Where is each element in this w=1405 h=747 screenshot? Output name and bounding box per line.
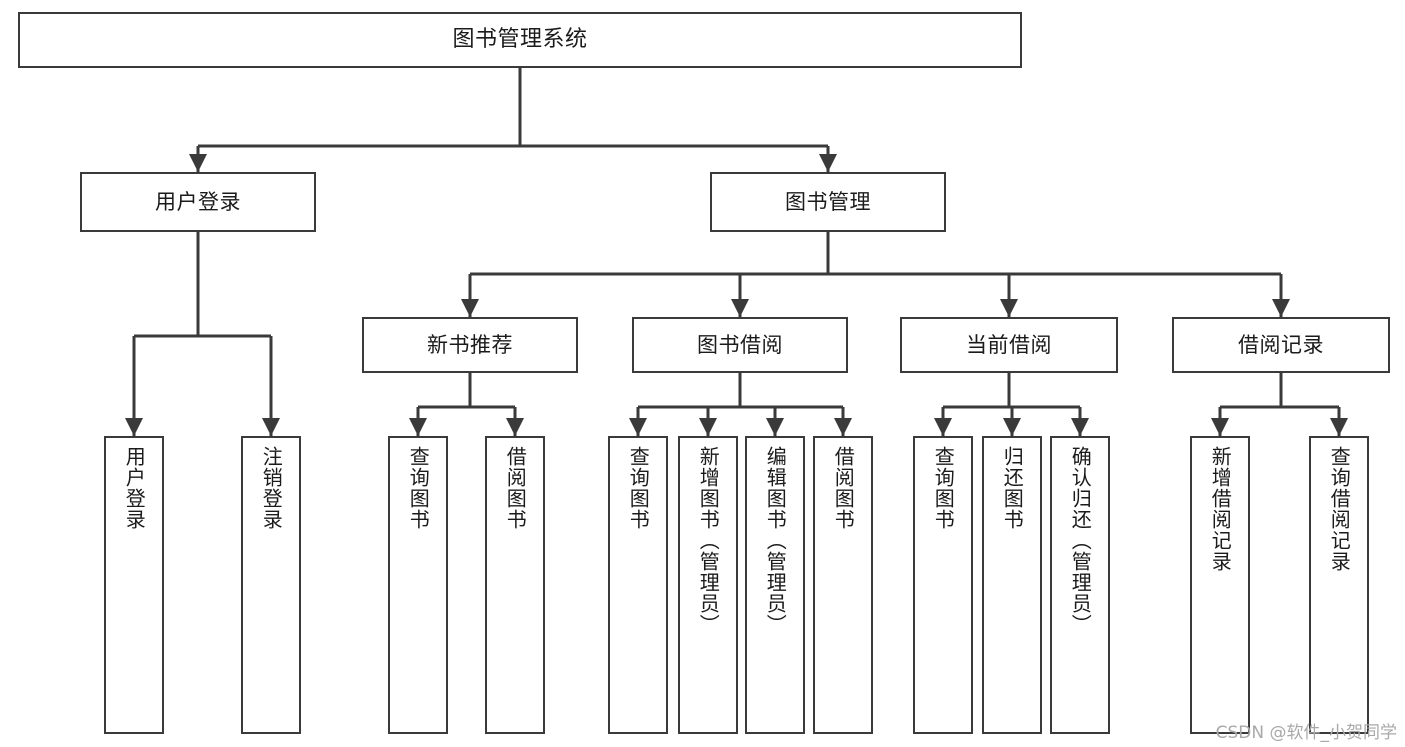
node-label: 编辑图书（管理员） — [763, 446, 788, 635]
node-label: 图书借阅 — [697, 332, 783, 357]
arrowhead-icon — [834, 418, 852, 436]
arrowhead-icon — [934, 418, 952, 436]
node-label: 查询图书 — [406, 446, 431, 530]
node-l1b[interactable]: 图书管理 — [710, 172, 946, 232]
node-label: 确认归还（管理员） — [1068, 446, 1093, 635]
arrowhead-icon — [731, 299, 749, 317]
node-l2d[interactable]: 借阅记录 — [1172, 317, 1390, 373]
arrowhead-icon — [506, 418, 524, 436]
arrowhead-icon — [819, 154, 837, 172]
node-leaf11[interactable]: 确认归还（管理员） — [1050, 436, 1110, 734]
node-leaf5[interactable]: 查询图书 — [608, 436, 668, 734]
node-l2c[interactable]: 当前借阅 — [900, 317, 1118, 373]
arrowhead-icon — [409, 418, 427, 436]
arrowhead-icon — [461, 299, 479, 317]
node-label: 借阅图书 — [503, 446, 528, 530]
node-label: 归还图书 — [1000, 446, 1025, 530]
node-label: 新书推荐 — [427, 332, 513, 357]
arrowhead-icon — [1071, 418, 1089, 436]
node-label: 图书管理系统 — [452, 27, 588, 53]
node-label: 查询图书 — [931, 446, 956, 530]
node-l2a[interactable]: 新书推荐 — [362, 317, 578, 373]
node-leaf13[interactable]: 查询借阅记录 — [1309, 436, 1369, 734]
node-leaf4[interactable]: 借阅图书 — [485, 436, 545, 734]
node-leaf9[interactable]: 查询图书 — [913, 436, 973, 734]
node-label: 图书管理 — [785, 189, 871, 214]
arrowhead-icon — [189, 154, 207, 172]
node-label: 借阅记录 — [1238, 332, 1324, 357]
arrowhead-icon — [262, 418, 280, 436]
arrowhead-icon — [1211, 418, 1229, 436]
arrowhead-icon — [1272, 299, 1290, 317]
node-l2b[interactable]: 图书借阅 — [632, 317, 848, 373]
node-label: 借阅图书 — [831, 446, 856, 530]
node-label: 新增借阅记录 — [1208, 446, 1233, 572]
arrowhead-icon — [766, 418, 784, 436]
node-label: 用户登录 — [155, 189, 241, 214]
arrowhead-icon — [1330, 418, 1348, 436]
node-root[interactable]: 图书管理系统 — [18, 12, 1022, 68]
arrowhead-icon — [699, 418, 717, 436]
node-leaf2[interactable]: 注销登录 — [241, 436, 301, 734]
node-label: 新增图书（管理员） — [696, 446, 721, 635]
node-label: 查询借阅记录 — [1327, 446, 1352, 572]
node-leaf10[interactable]: 归还图书 — [982, 436, 1042, 734]
node-leaf1[interactable]: 用户登录 — [104, 436, 164, 734]
arrowhead-icon — [1000, 299, 1018, 317]
node-l1a[interactable]: 用户登录 — [80, 172, 316, 232]
watermark: CSDN @软件_小贺同学 — [1215, 723, 1397, 743]
node-label: 用户登录 — [122, 446, 147, 530]
node-leaf8[interactable]: 借阅图书 — [813, 436, 873, 734]
arrowhead-icon — [125, 418, 143, 436]
arrowhead-icon — [629, 418, 647, 436]
node-leaf7[interactable]: 编辑图书（管理员） — [745, 436, 805, 734]
node-label: 查询图书 — [626, 446, 651, 530]
node-leaf3[interactable]: 查询图书 — [388, 436, 448, 734]
node-leaf6[interactable]: 新增图书（管理员） — [678, 436, 738, 734]
node-leaf12[interactable]: 新增借阅记录 — [1190, 436, 1250, 734]
node-label: 当前借阅 — [966, 332, 1052, 357]
node-label: 注销登录 — [259, 446, 284, 530]
arrowhead-icon — [1003, 418, 1021, 436]
